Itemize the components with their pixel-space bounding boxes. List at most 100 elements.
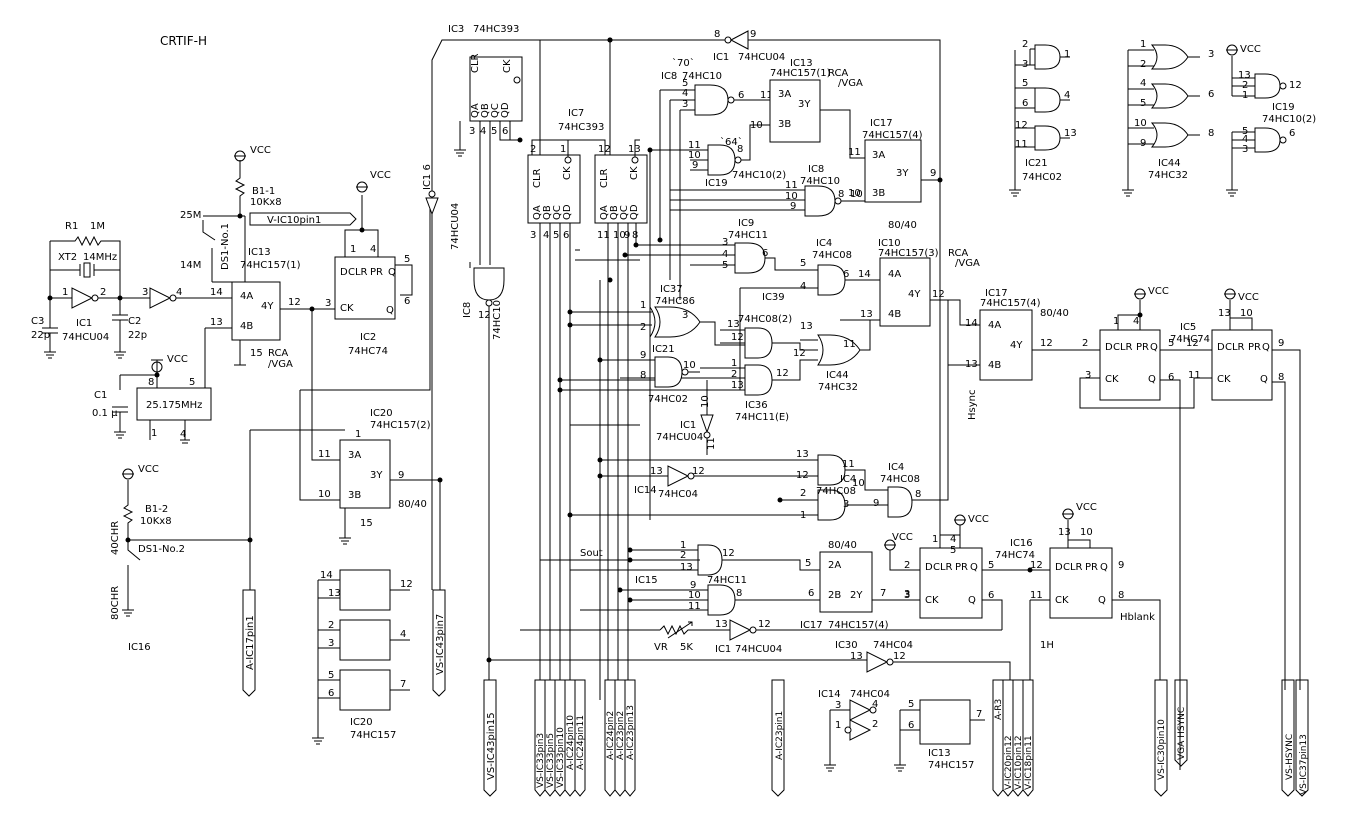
net-a-ic17pin1-label: A-IC17pin1 bbox=[245, 615, 256, 670]
vcc-ds2: VCC bbox=[138, 464, 159, 475]
svg-text:13: 13 bbox=[860, 309, 873, 320]
net-vs-ic43pin15-label: VS-IC43pin15 bbox=[486, 712, 497, 780]
net-vs-ic33pin10: VS-IC33pin10 bbox=[556, 727, 566, 788]
svg-text:4: 4 bbox=[950, 534, 956, 545]
svg-text:2: 2 bbox=[800, 488, 806, 499]
net-vs-ic30pin10: VS-IC30pin10 bbox=[1157, 719, 1167, 780]
svg-text:IC4: IC4 bbox=[840, 474, 856, 485]
ic16-label: IC16 bbox=[128, 642, 151, 653]
svg-text:IC8: IC8 bbox=[661, 71, 677, 82]
svg-text:2Y: 2Y bbox=[850, 590, 863, 601]
svg-text:5: 5 bbox=[1140, 98, 1146, 109]
svg-text:5: 5 bbox=[189, 377, 195, 388]
ic8-top-type: 74HC10 bbox=[682, 71, 722, 82]
svg-text:8: 8 bbox=[714, 29, 720, 40]
svg-text:3A: 3A bbox=[872, 150, 885, 161]
svg-text:D: D bbox=[1217, 342, 1225, 353]
svg-text:6: 6 bbox=[808, 588, 814, 599]
svg-text:10: 10 bbox=[688, 590, 701, 601]
svg-text:6: 6 bbox=[328, 688, 334, 699]
svg-text:74HC08: 74HC08 bbox=[880, 474, 920, 485]
bottom-left-nets: A-IC17pin1 VS-IC43pin7 VCC B1-2 10Kx8 40… bbox=[110, 464, 446, 697]
ic13-mux-right: 3A 3Y 3B IC13 74HC157(1) RCA /VGA 10 bbox=[750, 58, 865, 159]
svg-text:9: 9 bbox=[692, 160, 698, 171]
svg-text:6: 6 bbox=[738, 90, 744, 101]
ic19-type: 74HC10(2) bbox=[732, 170, 786, 181]
svg-text:4: 4 bbox=[1133, 316, 1139, 327]
svg-text:5: 5 bbox=[1168, 338, 1174, 349]
ic20b-type: 74HC157 bbox=[350, 730, 396, 741]
svg-text:/VGA: /VGA bbox=[955, 258, 980, 269]
svg-text:6: 6 bbox=[988, 590, 994, 601]
crystal-symbol bbox=[50, 262, 120, 278]
svg-text:2: 2 bbox=[872, 719, 878, 730]
svg-text:5: 5 bbox=[950, 545, 956, 556]
ic14-label: IC14 bbox=[634, 485, 657, 496]
svg-text:13: 13 bbox=[715, 619, 728, 630]
sout-label: Sout bbox=[580, 548, 603, 559]
svg-text:11: 11 bbox=[1188, 370, 1201, 381]
svg-text:4: 4 bbox=[400, 629, 406, 640]
svg-text:12: 12 bbox=[1030, 560, 1043, 571]
svg-text:14: 14 bbox=[320, 570, 333, 581]
svg-text:9: 9 bbox=[624, 230, 630, 241]
ic8-type: 74HC10 bbox=[492, 300, 503, 340]
svg-text:CK: CK bbox=[1217, 374, 1231, 385]
ic15-label: IC15 bbox=[635, 575, 658, 586]
svg-text:13: 13 bbox=[1058, 527, 1071, 538]
ic8-label: IC8 bbox=[462, 302, 473, 318]
svg-text:10: 10 bbox=[688, 150, 701, 161]
svg-text:6: 6 bbox=[762, 248, 768, 259]
ic13-rca: RCA bbox=[268, 348, 288, 359]
svg-text:74HCU04: 74HCU04 bbox=[450, 203, 461, 250]
ic10-mux: 4A 4Y 4B IC10 74HC157(3) RCA /VGA 13 12 bbox=[840, 238, 980, 327]
svg-text:4Y: 4Y bbox=[908, 289, 921, 300]
svg-text:QB: QB bbox=[480, 103, 491, 118]
ic17b-type: 74HC157(4) bbox=[980, 298, 1041, 309]
svg-text:10: 10 bbox=[850, 189, 863, 200]
svg-text:13: 13 bbox=[731, 380, 744, 391]
ic1-top-inverter: 8 9 IC1 74HCU04 bbox=[540, 29, 941, 560]
svg-text:CK: CK bbox=[925, 595, 939, 606]
svg-text:Q: Q bbox=[970, 562, 978, 573]
ic19-label: IC19 bbox=[705, 178, 728, 189]
svg-text:13: 13 bbox=[680, 562, 693, 573]
ic16-type: 74HC74 bbox=[995, 550, 1035, 561]
svg-text:6: 6 bbox=[1168, 372, 1174, 383]
svg-text:10: 10 bbox=[613, 230, 626, 241]
ic36-label: IC36 bbox=[745, 400, 768, 411]
svg-text:13: 13 bbox=[650, 466, 663, 477]
ic8-nand-mid: IC8 74HC10 11 10 9 8 10 bbox=[670, 164, 865, 217]
misc-wiring bbox=[517, 37, 783, 700]
ic14-inverter: 13 12 IC14 74HC04 bbox=[600, 465, 818, 500]
svg-text:PR: PR bbox=[1136, 342, 1149, 353]
svg-text:CLR: CLR bbox=[348, 267, 368, 278]
svg-text:6: 6 bbox=[404, 296, 410, 307]
ic13b-type: 74HC157(1) bbox=[770, 68, 831, 79]
svg-text:3: 3 bbox=[904, 589, 910, 600]
svg-text:1: 1 bbox=[1140, 39, 1146, 50]
svg-text:IC1: IC1 bbox=[715, 644, 731, 655]
vcc-b11: VCC bbox=[250, 145, 271, 156]
svg-text:PR: PR bbox=[1248, 342, 1261, 353]
svg-text:11: 11 bbox=[318, 449, 331, 460]
svg-text:14: 14 bbox=[965, 318, 978, 329]
ic36-and-gates: 74HC08(2) 13 12 12 1 2 13 12 IC36 74HC11… bbox=[560, 314, 818, 423]
svg-text:CLR: CLR bbox=[933, 562, 953, 573]
net-a-ic23pin1 bbox=[771, 679, 785, 797]
svg-text:14: 14 bbox=[210, 287, 223, 298]
ic17c-type: 74HC157(4) bbox=[828, 620, 889, 631]
ic7-counter: IC7 74HC393 CLR CK CLR CK QA QB QC QD QA… bbox=[527, 108, 648, 680]
svg-text:5: 5 bbox=[908, 699, 914, 710]
svg-text:QB: QB bbox=[542, 205, 553, 220]
ic44b-label: IC44 bbox=[1158, 158, 1181, 169]
ic20-8040: 80/40 bbox=[398, 499, 427, 510]
svg-text:QC: QC bbox=[490, 103, 501, 118]
ic10-label: IC10 bbox=[878, 238, 901, 249]
svg-text:74HC08: 74HC08 bbox=[816, 486, 856, 497]
svg-text:80/40: 80/40 bbox=[828, 540, 857, 551]
ic20-label: IC20 bbox=[370, 408, 393, 419]
ic44b-type: 74HC32 bbox=[1148, 170, 1188, 181]
oscillator-module bbox=[136, 387, 212, 421]
svg-text:1: 1 bbox=[1064, 49, 1070, 60]
